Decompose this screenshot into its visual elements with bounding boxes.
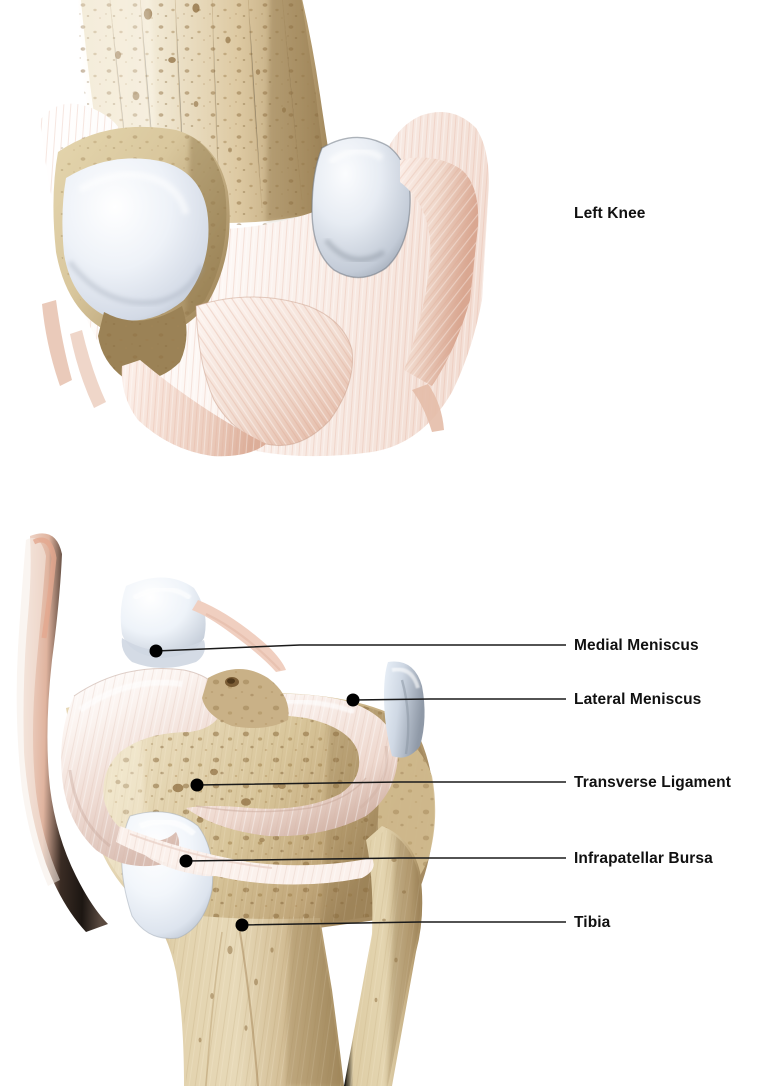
label-tibia: Tibia [574, 914, 611, 931]
collateral-ligament-bands [42, 157, 479, 432]
figure-title-left-knee: Left Knee [574, 205, 646, 222]
femoral-condyle-cartilage [53, 126, 230, 380]
label-lateral-meniscus: Lateral Meniscus [574, 691, 702, 708]
lower-knee-illustration [16, 533, 436, 1086]
upper-knee-illustration [40, 0, 489, 457]
label-infrapatellar-bursa: Infrapatellar Bursa [574, 850, 713, 867]
label-medial-meniscus: Medial Meniscus [574, 637, 699, 654]
label-transverse-ligament: Transverse Ligament [574, 774, 731, 791]
patellar-ligament [121, 296, 354, 457]
cruciate-ligament-stumps [120, 577, 425, 758]
patella-cartilage [311, 136, 411, 279]
transverse-ligament [116, 826, 374, 885]
patellar-tendon-cut-edge [16, 533, 108, 932]
